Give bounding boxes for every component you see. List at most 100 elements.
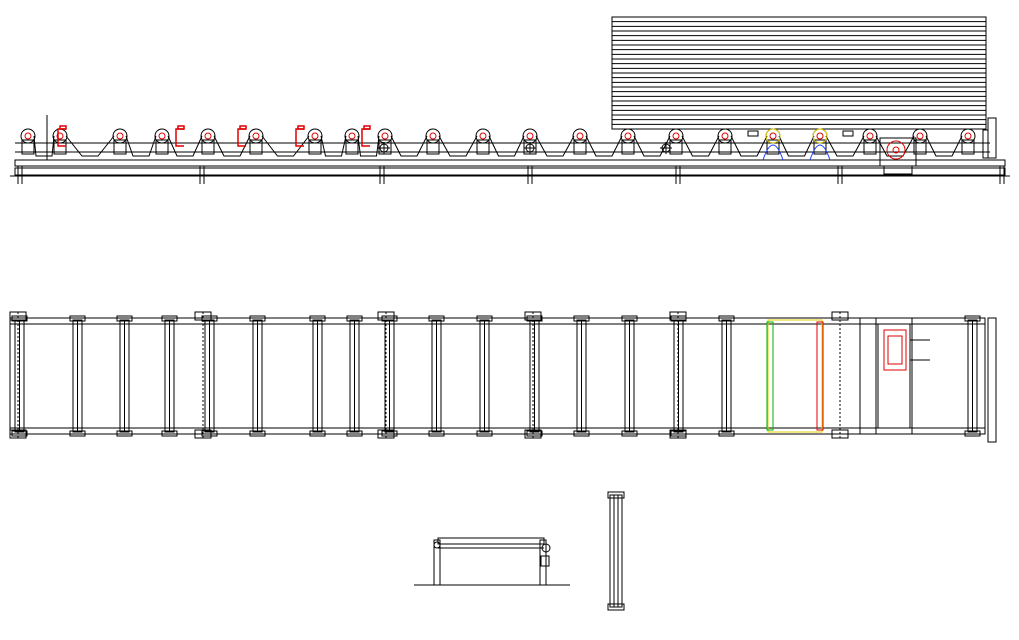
plan-column-posts [9, 311, 849, 439]
plan-roller-bearing [718, 315, 735, 322]
elevation-rollers [20, 128, 976, 161]
chain-saddle [125, 135, 157, 157]
plan-roller-bearing [428, 315, 445, 322]
roller-circle [20, 128, 36, 144]
roller-circle [475, 128, 491, 144]
plan-roller-bearing [116, 315, 133, 322]
roller-bearing [155, 139, 169, 155]
blue-guide [809, 144, 831, 161]
roller-hub [311, 132, 319, 140]
roller-circle [912, 128, 928, 144]
chain-saddle [925, 135, 963, 157]
roller-bearing [621, 139, 635, 155]
transfer-section-yellow [767, 319, 823, 433]
roller-circle [717, 128, 733, 144]
roller-bearing [378, 139, 392, 155]
plan-roller-bearing [964, 315, 981, 322]
chain-saddle [488, 135, 525, 157]
plan-roller-bearing [526, 315, 543, 322]
plan-roller-bearing [116, 430, 133, 437]
roller-hub [576, 132, 584, 140]
drive-motor-plan [877, 323, 930, 429]
plan-view [9, 311, 997, 443]
roller-circle [377, 128, 393, 144]
plan-roller-bearing [11, 430, 28, 437]
plan-roller-bearing [476, 315, 493, 322]
roller-bearing [913, 139, 927, 155]
red-hook-cap [363, 125, 371, 130]
red-hook-cap [59, 125, 67, 130]
roller-hub [526, 132, 534, 140]
roller-circle [344, 128, 360, 144]
base-beam [14, 159, 1006, 167]
roller-bearing [426, 139, 440, 155]
stacked-plates [612, 21, 986, 125]
blue-guide [762, 144, 784, 161]
chain-saddle [65, 135, 115, 157]
roller-bearing [201, 139, 215, 155]
plan-roller-bearing [621, 315, 638, 322]
plan-roller-bearing [11, 315, 28, 322]
roller-circle [572, 128, 588, 144]
plan-rollers [11, 315, 981, 437]
end-elevation-view [414, 537, 570, 586]
plan-roller-bearing [346, 315, 363, 322]
roller-hub [964, 132, 972, 140]
plan-roller-bearing [161, 430, 178, 437]
roller-hub [56, 132, 64, 140]
roller-hub [721, 132, 729, 140]
roller-bearing [766, 139, 780, 155]
roller-bearing [573, 139, 587, 155]
roller-circle [154, 128, 170, 144]
plan-roller-bearing [573, 315, 590, 322]
roller-circle [425, 128, 441, 144]
roller-bearing [249, 139, 263, 155]
plan-roller-bearing [381, 430, 398, 437]
roller-hub [916, 132, 924, 140]
chain-saddle [357, 135, 380, 157]
roller-bearing [813, 139, 827, 155]
plan-roller-bearing [201, 315, 218, 322]
chain-saddle [875, 135, 915, 157]
transfer-roller-red [816, 321, 824, 431]
plan-roller-bearing [718, 430, 735, 437]
chain-saddle [438, 135, 478, 157]
red-hook-cap [239, 125, 247, 130]
side-elevation-view [10, 16, 1010, 184]
plan-roller-bearing [309, 315, 326, 322]
roller-circle [960, 128, 976, 144]
end-plan-view [607, 491, 625, 611]
chain-saddle [390, 135, 428, 157]
roller-circle [112, 128, 128, 144]
plan-roller-bearing [526, 430, 543, 437]
roller-hub [24, 132, 32, 140]
roller-hub [769, 132, 777, 140]
red-lift-hooks [57, 125, 371, 147]
chain-saddle [33, 135, 55, 157]
chain-saddle [778, 135, 815, 157]
roller-bearing [718, 139, 732, 155]
roller-hub [816, 132, 824, 140]
plan-roller-bearing [621, 430, 638, 437]
roller-circle [200, 128, 216, 144]
roller-circle [862, 128, 878, 144]
roller-circle [52, 128, 68, 144]
roller-circle [248, 128, 264, 144]
transfer-roller [765, 128, 781, 144]
chain-saddle [585, 135, 623, 157]
end-plan-roller [609, 494, 623, 608]
roller-hub [672, 132, 680, 140]
chain-saddle [681, 135, 720, 157]
roller-bearing [863, 139, 877, 155]
roller-bearing [961, 139, 975, 155]
drive-motor-elevation [879, 137, 917, 175]
chain-saddle [535, 135, 575, 157]
roller-hub [116, 132, 124, 140]
transfer-roller [812, 128, 828, 144]
transfer-roller-green [766, 321, 774, 431]
plan-roller-bearing [428, 430, 445, 437]
roller-circle [620, 128, 636, 144]
sensor [842, 130, 854, 137]
roller-hub [429, 132, 437, 140]
chain-saddle [825, 135, 865, 157]
